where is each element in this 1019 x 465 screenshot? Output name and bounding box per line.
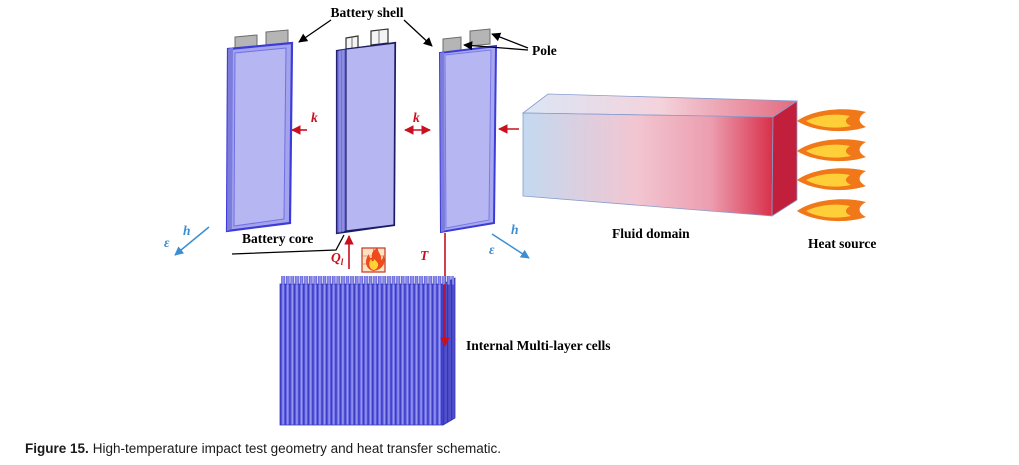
battery-core-leader-line <box>231 234 345 255</box>
flame-icon <box>797 139 866 162</box>
battery-shell-label: Battery shell <box>330 5 403 20</box>
left-battery-shell <box>225 29 294 233</box>
battery-core-cell <box>335 28 397 235</box>
heat-generation-label: Ql <box>331 250 344 267</box>
internal-multilayer-cells <box>279 276 456 426</box>
right-cell-face <box>444 49 492 229</box>
flame-icon <box>797 168 866 191</box>
fire-icon <box>361 247 386 273</box>
left-cell-face <box>233 47 287 227</box>
fluid-domain-label: Fluid domain <box>612 226 690 241</box>
left-cell-side <box>227 47 233 231</box>
pole-label: Pole <box>532 43 557 58</box>
internal-cells-label: Internal Multi-layer cells <box>466 338 610 353</box>
fluid-domain-box <box>521 93 799 217</box>
right-cell-pole-2 <box>469 28 491 47</box>
figure-caption-text: High-temperature impact test geometry an… <box>92 441 501 456</box>
core-pole-2 <box>370 28 389 46</box>
flame-icon <box>797 199 866 222</box>
emissivity-label-right: ε <box>489 242 495 257</box>
right-battery-shell <box>438 28 498 234</box>
convection-h-label-left: h <box>183 223 191 238</box>
core-cell-layers <box>336 48 347 234</box>
pole-pointer-lower <box>463 41 529 51</box>
heat-generation-subscript: l <box>341 257 344 267</box>
figure-number: Figure 15. <box>25 441 89 456</box>
heat-generation-symbol: Q <box>331 250 341 265</box>
battery-shell-pointer-left <box>298 19 332 43</box>
flame-icon <box>797 109 866 132</box>
heat-source-label: Heat source <box>808 236 876 251</box>
multilayer-tabs <box>281 276 454 285</box>
conduction-k-label-left: k <box>311 110 318 125</box>
fluid-front-face <box>522 112 774 217</box>
conduction-k-label-middle: k <box>413 110 420 125</box>
convection-h-label-right: h <box>511 222 519 237</box>
core-cell-face <box>345 42 396 232</box>
temperature-label: T <box>420 248 429 263</box>
convection-arrow-right <box>491 233 530 259</box>
battery-core-label: Battery core <box>242 231 313 246</box>
heat-source-flames <box>797 109 866 222</box>
battery-shell-pointer-right <box>403 19 433 47</box>
convection-arrow-left <box>174 226 210 256</box>
pole-pointer-upper <box>491 32 529 49</box>
multilayer-front-face <box>279 283 444 426</box>
emissivity-label-left: ε <box>164 235 170 250</box>
fluid-side-face <box>771 100 798 217</box>
right-cell-side <box>440 52 445 232</box>
figure-caption: Figure 15.High-temperature impact test g… <box>25 441 501 456</box>
